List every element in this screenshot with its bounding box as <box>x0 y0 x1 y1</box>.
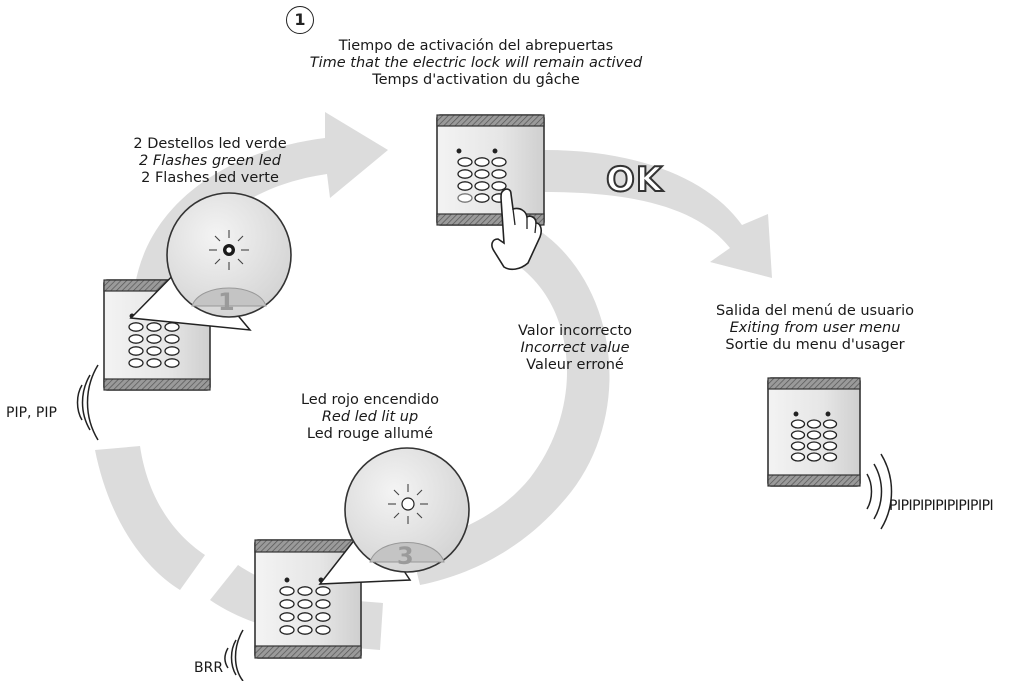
incorrect-es: Valor incorrecto <box>517 323 632 339</box>
led-glow-icon <box>388 484 428 524</box>
keypad-top <box>436 114 545 226</box>
green-flash-label: 2 Destellos led verde 2 Flashes green le… <box>110 136 310 187</box>
green-flash-fr: 2 Flashes led verte <box>141 170 279 186</box>
green-flash-es: 2 Destellos led verde <box>133 136 287 152</box>
flow-arrow-incorrect-return <box>410 220 610 585</box>
incorrect-fr: Valeur erroné <box>526 357 624 373</box>
sound-wave-icon-left <box>76 364 99 441</box>
red-led-es: Led rojo encendido <box>300 392 440 408</box>
title-en: Time that the electric lock will remain … <box>309 55 643 71</box>
sound-wave-icon-right <box>866 453 893 530</box>
title-es: Tiempo de activación del abrepuertas <box>338 38 614 54</box>
sound-brr-label: BRR <box>194 660 224 676</box>
exit-fr: Sortie du menu d'usager <box>725 337 905 353</box>
keypad-right <box>767 377 861 487</box>
callout-badge-1: 1 <box>218 288 235 316</box>
ok-label: OK <box>605 159 664 201</box>
pressing-hand-icon <box>491 188 543 271</box>
red-led-fr: Led rouge allumé <box>306 426 434 442</box>
step-number-badge: 1 <box>286 6 314 34</box>
incorrect-en: Incorrect value <box>520 340 630 356</box>
step-title: Tiempo de activación del abrepuertas Tim… <box>296 38 656 89</box>
keypad-buttons <box>456 148 507 203</box>
sound-wave-icon-bottom <box>224 629 244 681</box>
red-led-label: Led rojo encendido Red led lit up Led ro… <box>280 392 460 443</box>
zoom-callout-red-led <box>318 447 470 585</box>
exit-es: Salida del menú de usuario <box>715 303 915 319</box>
zoom-callout-green-led <box>129 192 292 331</box>
red-led-en: Red led lit up <box>321 409 419 425</box>
incorrect-value-label: Valor incorrecto Incorrect value Valeur … <box>500 323 650 374</box>
exit-menu-label: Salida del menú de usuario Exiting from … <box>695 303 935 354</box>
callout-badge-3: 3 <box>397 542 414 570</box>
sound-long-label: PIPIPIPIPIPIPIPIPI <box>889 498 994 514</box>
led-glow-icon <box>209 230 249 270</box>
exit-en: Exiting from user menu <box>729 320 901 336</box>
title-fr: Temps d'activation du gâche <box>372 72 580 88</box>
green-flash-en: 2 Flashes green led <box>139 153 281 169</box>
sound-pip-label: PIP, PIP <box>6 405 57 421</box>
flow-arrow-ok-to-exit <box>545 150 772 278</box>
